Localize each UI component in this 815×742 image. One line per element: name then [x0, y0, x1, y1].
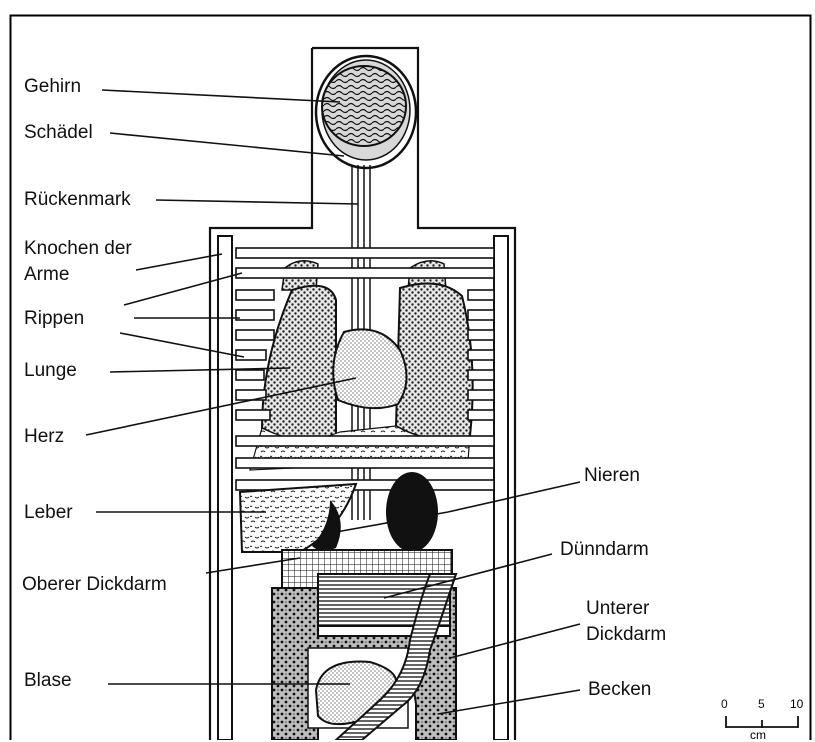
- label-rippen: Rippen: [24, 308, 84, 330]
- scale-tick-5: 5: [758, 697, 765, 711]
- label-schaedel: Schädel: [24, 122, 93, 144]
- scale-bar: [726, 716, 798, 728]
- label-lunge: Lunge: [24, 360, 77, 382]
- lung-right: [396, 284, 473, 440]
- label-knochen-line1: Knochen der: [24, 238, 132, 260]
- label-leber: Leber: [24, 502, 73, 524]
- label-oberer-dickdarm: Oberer Dickdarm: [22, 574, 167, 596]
- label-knochen-line2: Arme: [24, 264, 69, 286]
- label-duenndarm: Dünndarm: [560, 539, 649, 561]
- brain: [322, 66, 406, 146]
- label-unterer-line2: Dickdarm: [586, 624, 666, 646]
- label-blase: Blase: [24, 670, 72, 692]
- kidney-right: [386, 472, 438, 552]
- label-becken: Becken: [588, 679, 651, 701]
- label-gehirn: Gehirn: [24, 76, 81, 98]
- label-nieren: Nieren: [584, 465, 640, 487]
- scale-tick-0: 0: [721, 697, 728, 711]
- scale-tick-10: 10: [790, 697, 803, 711]
- heart: [333, 329, 406, 408]
- label-herz: Herz: [24, 426, 64, 448]
- label-rueckenmark: Rückenmark: [24, 189, 131, 211]
- label-unterer-line1: Unterer: [586, 598, 649, 620]
